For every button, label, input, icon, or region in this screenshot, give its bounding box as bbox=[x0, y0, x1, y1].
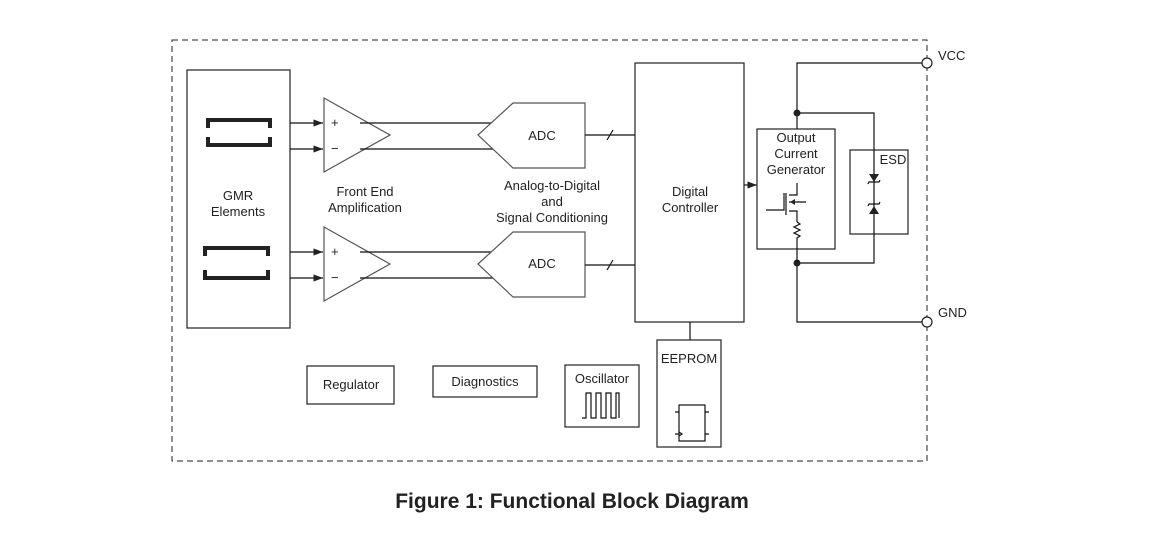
diagnostics-block: Diagnostics bbox=[432, 365, 538, 398]
gnd-pin bbox=[921, 316, 933, 328]
adc-top-label: ADC bbox=[528, 128, 555, 143]
zener-diode-icon bbox=[867, 174, 881, 214]
amp-label-2: Amplification bbox=[328, 200, 402, 215]
adc-bottom: ADC bbox=[477, 231, 586, 298]
ocg-label-3: Generator bbox=[767, 162, 826, 177]
gmr-label-2: Elements bbox=[211, 204, 266, 219]
amp-minus-label: − bbox=[331, 270, 339, 285]
esd-label: ESD bbox=[880, 152, 907, 167]
eeprom-label: EEPROM bbox=[661, 351, 717, 366]
adc-label-1: Analog-to-Digital bbox=[504, 178, 600, 193]
amplifier-bottom: + − bbox=[323, 225, 392, 303]
square-wave-icon bbox=[582, 392, 620, 419]
output-current-generator-block: Output Current Generator bbox=[756, 128, 836, 250]
junction-dot bbox=[793, 109, 801, 117]
flip-flop-icon bbox=[675, 404, 709, 442]
adc-bottom-label: ADC bbox=[528, 256, 555, 271]
gmr-label-1: GMR bbox=[223, 188, 253, 203]
diagnostics-label: Diagnostics bbox=[451, 374, 519, 389]
adc-label-2: and bbox=[541, 194, 563, 209]
figure-caption: Figure 1: Functional Block Diagram bbox=[395, 490, 749, 513]
controller-label-2: Controller bbox=[662, 200, 719, 215]
vcc-pin bbox=[921, 57, 933, 69]
vcc-label: VCC bbox=[938, 48, 965, 63]
controller-label-1: Digital bbox=[672, 184, 708, 199]
gmr-elements-block: GMR Elements bbox=[186, 69, 291, 329]
gmr-sensor-icon bbox=[203, 118, 272, 280]
adc-label-3: Signal Conditioning bbox=[496, 210, 608, 225]
regulator-block: Regulator bbox=[306, 365, 395, 405]
chip-boundary bbox=[171, 39, 928, 462]
ocg-label-2: Current bbox=[774, 146, 818, 161]
oscillator-block: Oscillator bbox=[564, 364, 640, 428]
gnd-label: GND bbox=[938, 305, 967, 320]
adc-top: ADC bbox=[477, 102, 586, 169]
amp-plus-label: + bbox=[331, 244, 339, 259]
digital-controller-block: Digital Controller bbox=[634, 62, 745, 323]
eeprom-block: EEPROM bbox=[656, 339, 722, 448]
ocg-label-1: Output bbox=[776, 130, 815, 145]
amplifier-top: + − bbox=[323, 96, 392, 174]
amp-label-1: Front End bbox=[336, 184, 393, 199]
regulator-label: Regulator bbox=[323, 377, 380, 392]
oscillator-label: Oscillator bbox=[575, 371, 630, 386]
resistor-icon bbox=[792, 221, 802, 249]
mosfet-icon bbox=[766, 183, 806, 222]
esd-block: ESD bbox=[849, 149, 909, 235]
amp-minus-label: − bbox=[331, 141, 339, 156]
amp-plus-label: + bbox=[331, 115, 339, 130]
